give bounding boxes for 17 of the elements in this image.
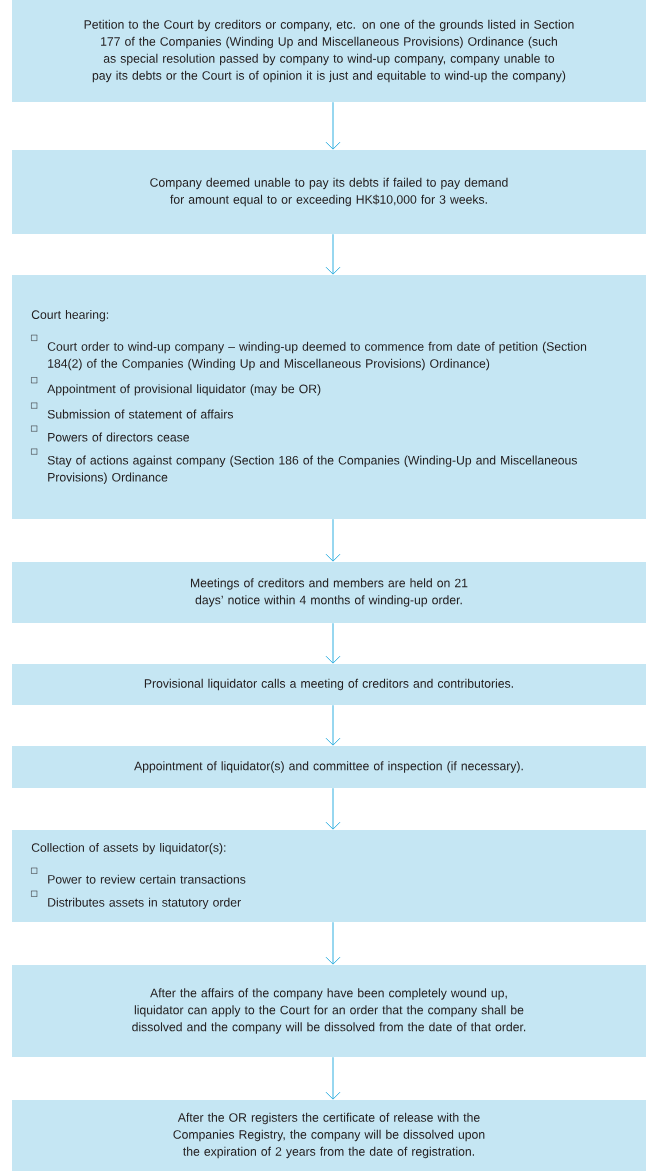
process-box: Court hearing: Court order to wind-up company – winding-up deemed to commence from date of petition (Section 184(2) of the Companies (Winding Up and Miscellaneous Provisions) Ordinance) Appointment of provisional liquidator (may be OR) Submission of statement of affairs Powers of directors cease Stay of actions against company (Section 186 of the Companies (Winding-Up and Miscellaneous Provisions) Ordinance [12, 275, 646, 519]
arrow [325, 921, 341, 965]
arrow [325, 622, 341, 664]
process-box: Petition to the Court by creditors or company, etc. on one of the grounds listed in Section 177 of the Companies (Winding Up and Miscellaneous Provisions) Ordinance (such as special resolution passed by company to wind-up company, company unable to pay its debts or the Court is of opinion it is just and equitable to wind-up the company) [12, 0, 646, 102]
arrow [325, 233, 341, 275]
arrow [325, 1056, 341, 1100]
process-box: Collection of assets by liquidator(s): Power to review certain transactions Distributes assets in statutory order [12, 830, 646, 922]
arrow [325, 704, 341, 746]
process-box: Meetings of creditors and members are held on 21 days’ notice within 4 months of winding-up order. [12, 562, 646, 623]
process-box: Company deemed unable to pay its debts if failed to pay demand for amount equal to or exceeding HK$10,000 for 3 weeks. [12, 150, 646, 234]
arrow [325, 101, 341, 150]
arrow [325, 518, 341, 562]
process-box: After the affairs of the company have been completely wound up, liquidator can apply to the Court for an order that the company shall be dissolved and the company will be dissolved from the date of that order. [12, 965, 646, 1057]
arrow [325, 787, 341, 830]
process-box: Appointment of liquidator(s) and committee of inspection (if necessary). [12, 746, 646, 788]
process-box: After the OR registers the certificate of release with the Companies Registry, the company will be dissolved upon the expiration of 2 years from the date of registration. [12, 1100, 646, 1171]
process-box: Provisional liquidator calls a meeting of creditors and contributories. [12, 664, 646, 705]
